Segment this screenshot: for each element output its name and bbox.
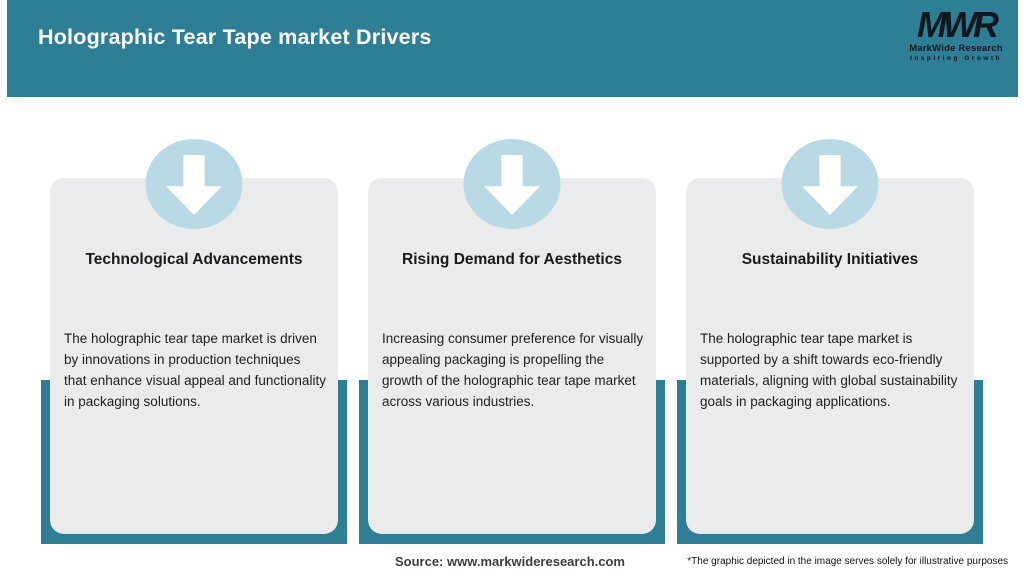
driver-card-technological-advancements: Technological Advancements The holograph… xyxy=(41,139,347,544)
arrow-circle xyxy=(781,139,879,229)
driver-card-rising-demand-for-aesthetics: Rising Demand for Aesthetics Increasing … xyxy=(359,139,665,544)
card-title: Technological Advancements xyxy=(85,251,303,268)
markwide-research-logo: MWR MarkWide Research Inspiring Growth xyxy=(906,4,1006,63)
arrow-down-icon xyxy=(802,155,858,215)
logo-company-name: MarkWide Research xyxy=(909,43,1003,54)
card-title: Sustainability Initiatives xyxy=(741,251,919,268)
logo-tagline: Inspiring Growth xyxy=(910,55,1002,62)
arrow-circle xyxy=(463,139,561,229)
source-attribution: Source: www.markwideresearch.com xyxy=(394,554,625,569)
card-surface xyxy=(50,178,338,534)
driver-card-sustainability-initiatives: Sustainability Initiatives The holograph… xyxy=(677,139,983,544)
card-body-text: The holographic tear tape market is driv… xyxy=(64,331,326,409)
arrow-down-icon xyxy=(484,155,540,215)
card-body-text: Increasing consumer preference for visua… xyxy=(382,331,644,409)
card-title: Rising Demand for Aesthetics xyxy=(402,251,622,268)
card-surface xyxy=(686,178,974,534)
arrow-down-icon xyxy=(166,155,222,215)
card-body-text: The holographic tear tape market is supp… xyxy=(700,331,958,409)
card-surface xyxy=(368,178,656,534)
arrow-circle xyxy=(145,139,243,229)
logo-monogram-icon: MWR xyxy=(917,4,999,45)
disclaimer-note: *The graphic depicted in the image serve… xyxy=(687,556,1008,567)
page-title: Holographic Tear Tape market Drivers xyxy=(38,25,432,49)
header-bar: Holographic Tear Tape market Drivers MWR… xyxy=(7,0,1018,97)
